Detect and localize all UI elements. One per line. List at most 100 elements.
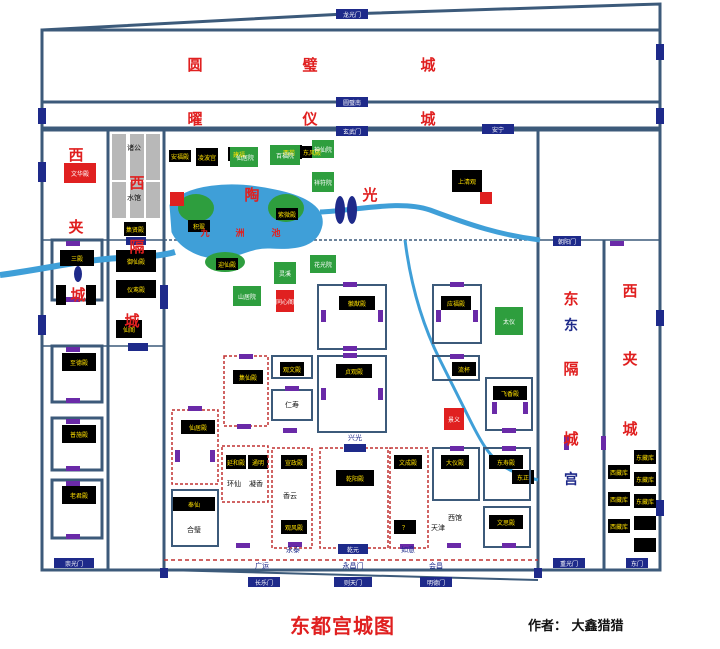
label-eastjia-3: 城 xyxy=(622,420,637,438)
label-eastge-2: 隔 xyxy=(563,360,578,378)
bldg-shanju: 山居院 xyxy=(238,293,256,301)
author-credit: 作者： 大鑫猎猎 xyxy=(528,619,624,634)
bldg-yiluan: 仪鸾殿 xyxy=(127,286,145,294)
bldg-xiku1: 西藏库 xyxy=(610,469,628,477)
gate-markers xyxy=(38,9,664,587)
bldg-xianju-y: 仙居院 xyxy=(236,154,254,162)
label-eastge-3: 城 xyxy=(563,430,578,448)
bldg-shuiguan: 水馆 xyxy=(127,193,141,202)
label-jiuzhou-3: 池 xyxy=(271,227,280,239)
bldg-zhugong: 诸公 xyxy=(127,143,141,152)
bldg-yuxian: 御仙殿 xyxy=(127,258,145,266)
bldg-wensi: 文思殿 xyxy=(497,519,515,527)
bldg-shenxian: 神仙院 xyxy=(314,146,332,154)
bldg-xiange: 仙阁 xyxy=(123,326,135,334)
stream-south xyxy=(403,239,539,482)
label-tao: 陶 xyxy=(244,186,259,204)
label-yaoyi-1: 曜 xyxy=(187,110,202,128)
bldg-yinghua: 迎仙殿 xyxy=(218,261,236,269)
label-gong-blue: 宫 xyxy=(564,471,578,488)
bldg-zhenguan: 贞观殿 xyxy=(345,368,363,376)
bldg-jiyi: 积翠 xyxy=(193,223,205,231)
bldg-guanwen: 观文殿 xyxy=(283,366,301,374)
gate-zetian: 则天门 xyxy=(344,579,362,587)
label-city-small: 城 xyxy=(124,312,139,330)
label-eastjia-1: 西 xyxy=(622,282,637,300)
bldg-zhidao: 至德殿 xyxy=(70,359,88,367)
bldg-qianyang: 乾阳殿 xyxy=(346,475,364,483)
label-westjia-2: 夹 xyxy=(68,218,83,236)
gate-xingguang: 兴光 xyxy=(348,433,362,442)
bldg-dongku1: 东藏库 xyxy=(636,454,654,462)
label-xisui-2: 隔 xyxy=(129,238,144,256)
bldg-dayi: 大仪殿 xyxy=(446,459,464,467)
yuanbi-wall xyxy=(40,28,662,104)
gate-chongguang: 崇光门 xyxy=(65,560,83,568)
bldg-xuanzheng: 宣政殿 xyxy=(285,459,303,467)
bldg-tongxin: 同心阁 xyxy=(276,298,294,306)
gate-yongtai: 永泰 xyxy=(286,545,300,554)
label-xisui-1: 西 xyxy=(129,174,144,192)
bldg-tonghui: 通明 xyxy=(252,459,264,467)
bldg-huanxian: 环仙 xyxy=(227,479,241,488)
bldg-yinghui: 应福殿 xyxy=(447,300,465,308)
gate-dongmen: 东门 xyxy=(631,560,643,568)
gate-yuanbi-s: 圆璧南 xyxy=(343,99,361,107)
bldg-renshou: 仁寿 xyxy=(285,400,299,409)
bldg-xiangyun: 香云 xyxy=(283,491,297,500)
bldg-sanluo: 三殿 xyxy=(71,256,83,263)
bldg-dongku2: 东藏库 xyxy=(636,476,654,484)
map-title: 东都宫城图 xyxy=(290,614,395,638)
bldg-anfu: 安福殿 xyxy=(171,153,189,161)
gate-qianyuan: 乾元 xyxy=(347,546,359,554)
bldg-taiyi: 太仪 xyxy=(503,318,515,326)
gate-longguang: 龙光门 xyxy=(343,11,361,19)
bldg-pushi: 普施殿 xyxy=(70,431,88,439)
gate-ruyi: 如意 xyxy=(401,545,415,554)
river-west xyxy=(0,249,176,278)
label-eastge-1: 东 xyxy=(563,290,578,308)
label-jiuzhou-2: 洲 xyxy=(235,228,244,239)
bldg-jianfu: 建福 xyxy=(233,151,245,159)
bldg-lingxi: 灵溪 xyxy=(279,270,291,278)
label-westjia-3: 城 xyxy=(70,286,85,304)
bldg-xiku2: 西藏库 xyxy=(610,496,628,504)
bldg-jishen: 集仙殿 xyxy=(239,374,257,382)
gate-yongchang: 永昌门 xyxy=(343,561,364,570)
bldg-wencheng: 文成殿 xyxy=(399,459,417,467)
gate-changle: 长乐门 xyxy=(255,579,273,587)
bldg-dongku3: 东藏库 xyxy=(636,498,654,506)
gate-huichang: 会昌 xyxy=(429,561,443,570)
bldg-ningxiang: 凝香 xyxy=(249,479,263,488)
outer-wall-north xyxy=(41,2,662,130)
label-westjia-1: 西 xyxy=(68,146,83,164)
bldg-shangqing: 上清观 xyxy=(458,178,476,186)
bldg-feixiang: 飞香殿 xyxy=(501,390,519,398)
bldg-fuqiong: 紫微殿 xyxy=(278,211,296,219)
bldg-dongshu: 东寿殿 xyxy=(497,459,515,467)
bldg-guanfeng: 观风殿 xyxy=(285,525,303,532)
label-guang: 光 xyxy=(361,186,377,204)
gate-anning: 安宁 xyxy=(492,126,504,134)
bldg-tianjin: 天津 xyxy=(431,524,445,532)
gate-chongqing: 重光门 xyxy=(560,560,578,568)
gate-guangyun: 广运 xyxy=(255,561,269,570)
label-dong-blue: 东 xyxy=(564,317,578,334)
bldg-baiju: 百福院 xyxy=(276,152,294,160)
bldg-yi: ？ xyxy=(402,525,408,532)
label-yaoyi-2: 仪 xyxy=(301,110,318,128)
bldg-jingyi: 景义 xyxy=(448,417,460,424)
gate-zhaoyang: 朝阳门 xyxy=(558,238,576,246)
bldg-liuyin: 流杯 xyxy=(458,366,470,374)
bldg-xiyuan: 西苑 xyxy=(283,149,295,157)
bldg-huaguang: 花光院 xyxy=(314,261,332,269)
bldg-xiku3: 西藏库 xyxy=(610,523,628,531)
bldg-hezhuo: 合璧 xyxy=(187,525,201,534)
bldg-huiyi: 徽猷殿 xyxy=(348,300,366,308)
label-yuanbi-3: 城 xyxy=(420,56,435,74)
bldg-jixian2: 集贤殿 xyxy=(126,226,144,234)
gate-xuanwu: 玄武门 xyxy=(343,128,361,136)
gate-mingde: 明德门 xyxy=(427,579,445,587)
bldg-wenhua: 文华殿 xyxy=(71,170,89,178)
